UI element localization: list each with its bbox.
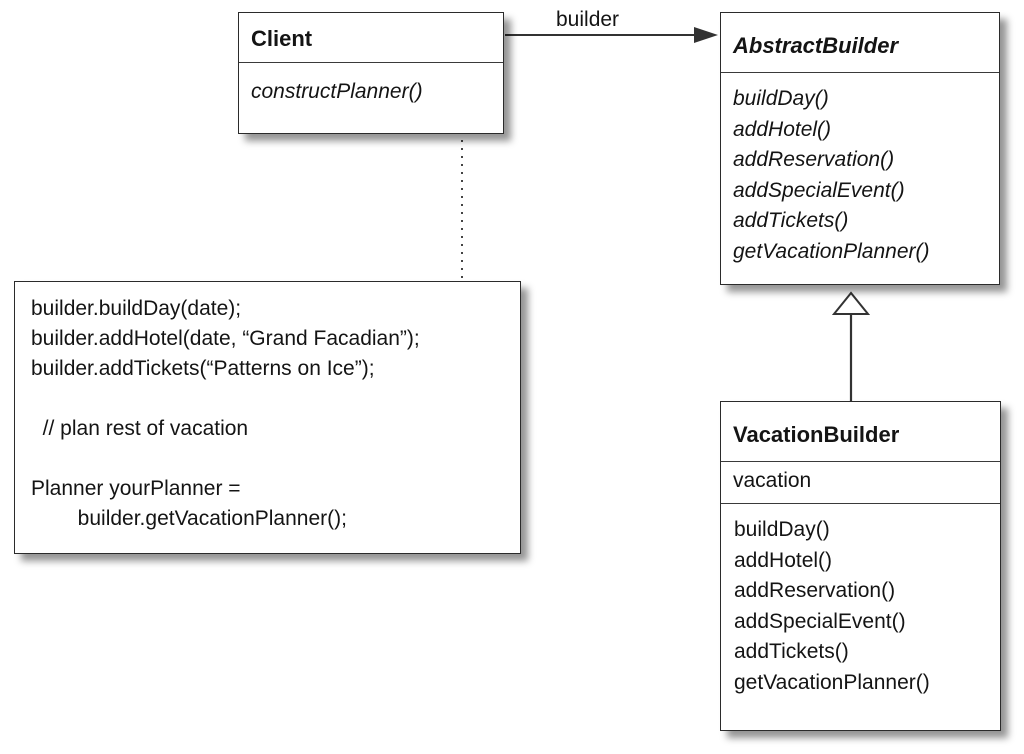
abstract-method-addreservation: addReservation()	[733, 148, 895, 171]
concrete-method-addspecialevent: addSpecialEvent()	[734, 609, 906, 633]
concrete-method-addtickets: addTickets()	[734, 640, 849, 663]
code-line: builder.buildDay(date);	[31, 297, 242, 320]
client-method: constructPlanner()	[251, 80, 423, 103]
concrete-method-getvacationplanner: getVacationPlanner()	[734, 670, 930, 694]
code-line	[31, 444, 520, 474]
vacation-builder-class-box[interactable]: VacationBuilder vacation buildDay() addH…	[720, 401, 1001, 731]
abstract-method-addhotel: addHotel()	[733, 117, 832, 141]
abstract-method-getvacationplanner: getVacationPlanner()	[733, 239, 930, 263]
association-arrowhead	[694, 27, 718, 43]
code-line: Planner yourPlanner =	[31, 477, 241, 500]
concrete-method-buildday: buildDay()	[734, 518, 830, 541]
code-line	[31, 384, 520, 414]
code-comment: // plan rest of vacation	[31, 417, 249, 440]
client-class-name: Client	[251, 26, 313, 51]
abstract-method-addtickets: addTickets()	[733, 209, 849, 232]
abstract-method-buildday: buildDay()	[733, 87, 829, 110]
abstract-builder-class-box[interactable]: AbstractBuilder buildDay() addHotel() ad…	[720, 12, 1000, 285]
association-label: builder	[556, 8, 620, 31]
abstract-method-addspecialevent: addSpecialEvent()	[733, 178, 905, 202]
concrete-method-addhotel: addHotel()	[734, 548, 833, 572]
code-note-box: builder.buildDay(date); builder.addHotel…	[14, 281, 521, 554]
client-class-box[interactable]: Client constructPlanner()	[238, 12, 504, 134]
abstract-builder-class-name: AbstractBuilder	[733, 33, 899, 58]
vacation-builder-attribute: vacation	[733, 469, 812, 492]
concrete-method-addreservation: addReservation()	[734, 579, 896, 602]
vacation-builder-class-name: VacationBuilder	[733, 422, 900, 447]
code-line: builder.addHotel(date, “Grand Facadian”)…	[31, 327, 420, 350]
inheritance-triangle	[831, 291, 871, 315]
code-line: builder.getVacationPlanner();	[31, 507, 347, 530]
code-line: builder.addTickets(“Patterns on Ice”);	[31, 357, 375, 380]
